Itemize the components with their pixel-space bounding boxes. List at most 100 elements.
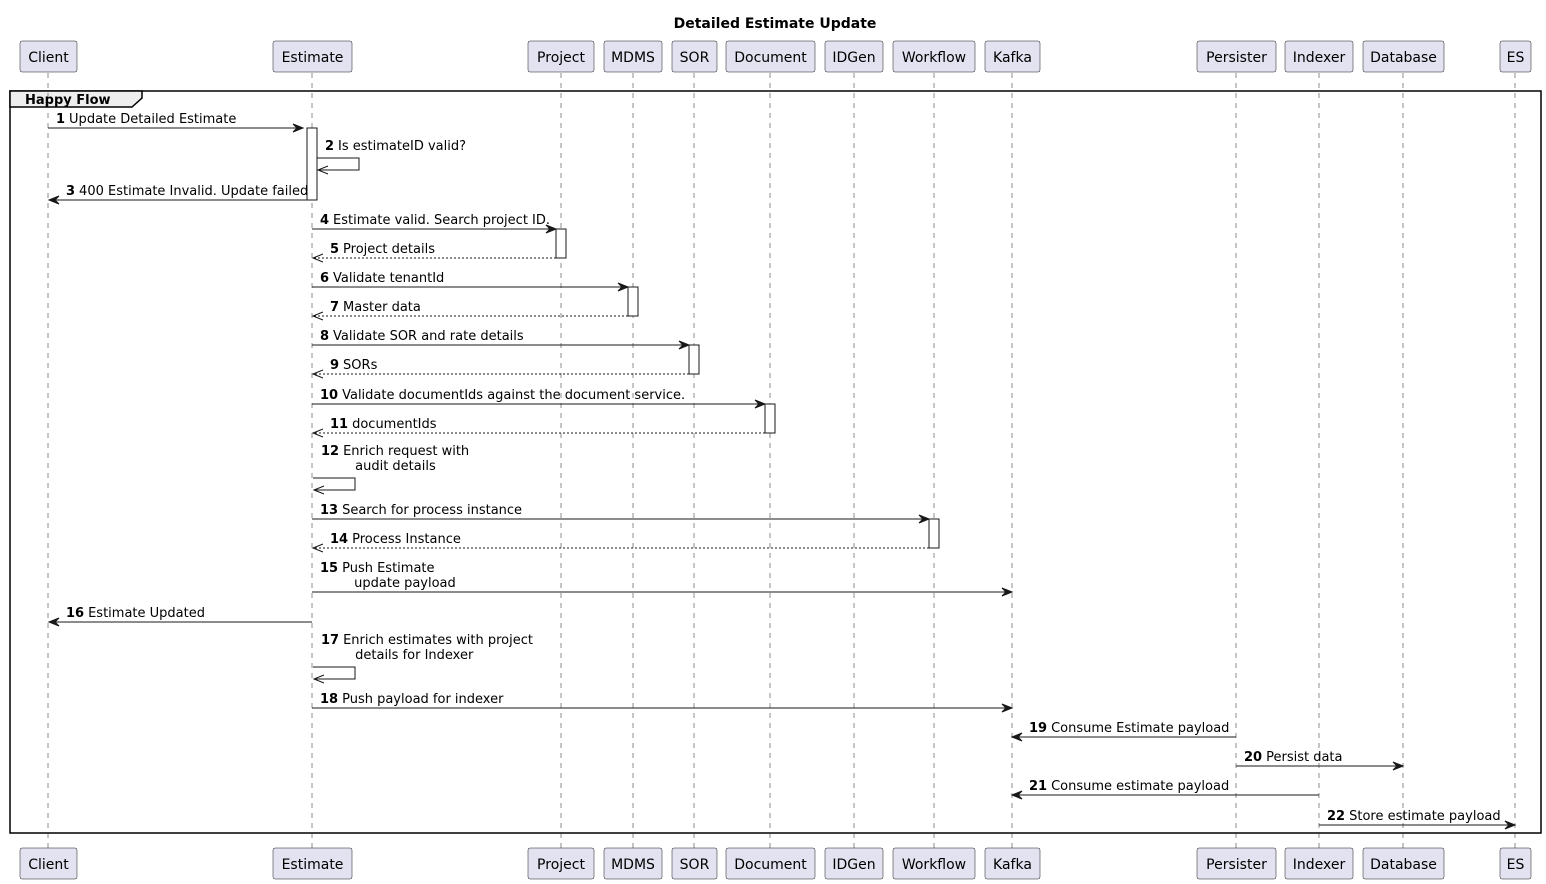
participant-box bbox=[1196, 847, 1277, 880]
activation-workflow bbox=[928, 518, 940, 549]
arrow-head bbox=[47, 195, 60, 205]
participant-label: Database bbox=[1370, 50, 1437, 66]
participant-es-bottom: ES bbox=[1499, 847, 1532, 880]
message-label-line: update payload bbox=[350, 576, 456, 591]
message-label-line: documentIds bbox=[352, 417, 437, 432]
message-label-line: Process Instance bbox=[352, 532, 461, 547]
participant-box bbox=[603, 847, 663, 880]
participant-box bbox=[671, 847, 718, 880]
participant-box bbox=[824, 847, 884, 880]
group-frame bbox=[9, 90, 1542, 834]
group-tab bbox=[9, 90, 143, 108]
message-label-line: Update Detailed Estimate bbox=[69, 112, 236, 127]
participant-es-top: ES bbox=[1499, 40, 1532, 73]
message-label-line: SORs bbox=[343, 358, 378, 373]
arrow-head bbox=[1392, 761, 1405, 771]
arrow-head bbox=[47, 617, 60, 627]
participant-label: Workflow bbox=[902, 857, 966, 873]
happy-flow-group: Happy Flow bbox=[9, 90, 1542, 834]
activation-sor bbox=[688, 344, 700, 375]
participant-box bbox=[1284, 40, 1354, 73]
participant-label: Persister bbox=[1206, 50, 1267, 66]
participant-label: Document bbox=[734, 50, 807, 66]
participant-label: SOR bbox=[680, 857, 710, 873]
message-label: 19 Consume Estimate payload bbox=[1029, 721, 1229, 736]
message-number: 19 bbox=[1029, 721, 1047, 736]
participant-client-top: Client bbox=[19, 40, 78, 73]
message-number: 1 bbox=[56, 112, 65, 127]
participant-label: Indexer bbox=[1293, 857, 1346, 873]
message-label-line: Consume Estimate payload bbox=[1051, 721, 1229, 736]
participant-label: Persister bbox=[1206, 857, 1267, 873]
arrow-head bbox=[918, 514, 931, 524]
participant-box bbox=[1196, 40, 1277, 73]
message-number: 7 bbox=[330, 300, 339, 315]
message-number: 11 bbox=[330, 417, 348, 432]
message-label-line: Project details bbox=[343, 242, 435, 257]
participant-estimate-top: Estimate bbox=[272, 40, 353, 73]
message-label-line: Master data bbox=[343, 300, 421, 315]
participant-database-bottom: Database bbox=[1362, 847, 1445, 880]
arrow-head bbox=[1010, 790, 1023, 800]
group-label: Happy Flow bbox=[25, 93, 111, 108]
message-label-line: Validate tenantId bbox=[333, 271, 444, 286]
participant-kafka-bottom: Kafka bbox=[984, 847, 1041, 880]
participant-label: Kafka bbox=[993, 857, 1032, 873]
participant-box bbox=[1362, 847, 1445, 880]
participant-label: Project bbox=[537, 857, 585, 873]
message-label-line: Is estimateID valid? bbox=[338, 139, 466, 154]
participant-kafka-top: Kafka bbox=[984, 40, 1041, 73]
message-label: 14 Process Instance bbox=[330, 532, 461, 547]
participant-label: Document bbox=[734, 857, 807, 873]
message-number: 21 bbox=[1029, 779, 1047, 794]
message-number: 6 bbox=[320, 271, 329, 286]
participant-label: Client bbox=[28, 857, 69, 873]
message-number: 20 bbox=[1244, 750, 1262, 765]
message-label-line: Validate SOR and rate details bbox=[333, 329, 524, 344]
message-label-line: Store estimate payload bbox=[1349, 809, 1501, 824]
participant-box bbox=[725, 40, 816, 73]
message-number: 18 bbox=[320, 692, 338, 707]
message-line bbox=[313, 666, 356, 680]
message-label-line: Estimate Updated bbox=[88, 606, 205, 621]
message-21: 21 Consume estimate payload bbox=[1010, 779, 1319, 800]
participant-sor-top: SOR bbox=[671, 40, 718, 73]
participant-box bbox=[1499, 847, 1532, 880]
participant-label: Workflow bbox=[902, 50, 966, 66]
participant-project-top: Project bbox=[527, 40, 595, 73]
activation-project bbox=[555, 228, 567, 259]
arrow-head bbox=[311, 253, 324, 263]
message-number: 14 bbox=[330, 532, 348, 547]
arrow-head bbox=[312, 485, 325, 495]
message-number: 4 bbox=[320, 213, 329, 228]
participant-indexer-top: Indexer bbox=[1284, 40, 1354, 73]
participant-box bbox=[272, 847, 353, 880]
arrow-head bbox=[678, 340, 691, 350]
message-line bbox=[313, 477, 356, 491]
message-line bbox=[317, 157, 360, 171]
message-label-line: Consume estimate payload bbox=[1051, 779, 1229, 794]
participant-box bbox=[272, 40, 353, 73]
message-7: 7 Master data bbox=[311, 300, 628, 321]
participant-box bbox=[603, 40, 663, 73]
participant-label: MDMS bbox=[611, 50, 655, 66]
participant-idgen-bottom: IDGen bbox=[824, 847, 884, 880]
message-label-line: Search for process instance bbox=[342, 503, 522, 518]
arrow-head bbox=[316, 165, 329, 175]
activation-mdms bbox=[627, 286, 639, 317]
